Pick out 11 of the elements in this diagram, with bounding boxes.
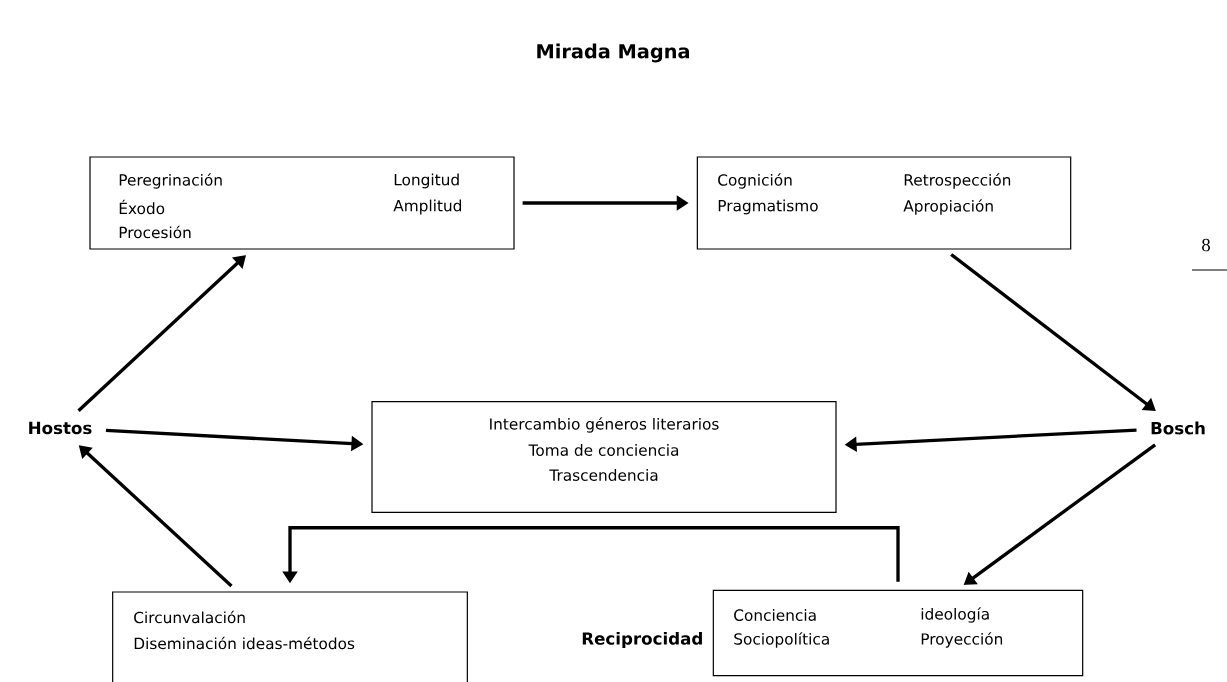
arrow (950, 253, 1156, 411)
term-box: Intercambio géneros literarios Toma de conciencia Trascendencia (371, 401, 837, 513)
author-name: Hostos (29, 421, 92, 435)
page-number: 8 (1202, 238, 1210, 252)
term-box: Circunvalación Diseminación ideas-métodos (112, 591, 468, 682)
title: Mirada Magna (537, 43, 689, 63)
term-box: Conciencia ideología Sociopolítica Proyección (712, 589, 1084, 677)
author-name: Bosch (1151, 421, 1205, 435)
arrow (77, 255, 246, 412)
term-box: Cognición Retrospección Pragmatismo Apropiación (696, 156, 1072, 250)
term-box: Peregrinación Longitud Éxodo Amplitud Procesión (89, 156, 515, 250)
